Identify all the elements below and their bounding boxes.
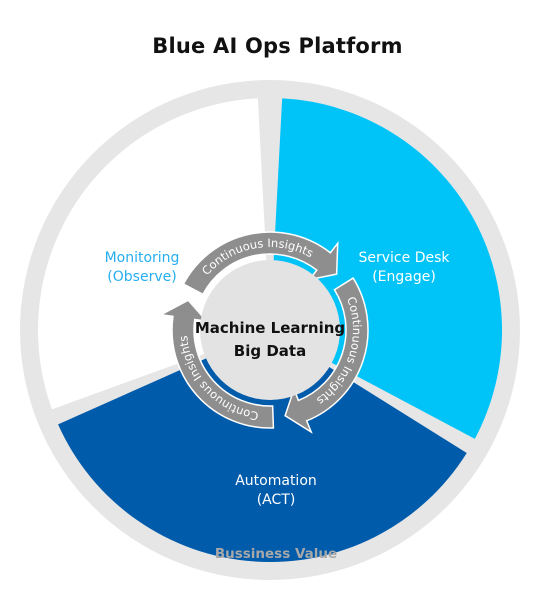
monitoring-sublabel: (Observe) <box>107 269 176 285</box>
cycle-arrow-1 <box>182 231 339 296</box>
monitoring-label: Monitoring <box>105 250 180 266</box>
page-title: Blue AI Ops Platform <box>152 34 403 58</box>
service-desk-label: Service Desk <box>359 250 451 266</box>
center-sublabel: Big Data <box>234 342 306 360</box>
cycle-arrow-3 <box>158 299 275 429</box>
continuous-cycle-arrows <box>158 231 369 434</box>
center-circle <box>200 260 340 400</box>
automation-sublabel: (ACT) <box>257 492 296 508</box>
automation-segment <box>58 330 467 562</box>
center-label: Machine Learning <box>195 319 345 337</box>
business-value-label: Bussiness Value <box>215 546 337 562</box>
cycle-arrow-2 <box>284 277 369 434</box>
service-desk-sublabel: (Engage) <box>372 269 436 285</box>
automation-label: Automation <box>235 473 317 489</box>
